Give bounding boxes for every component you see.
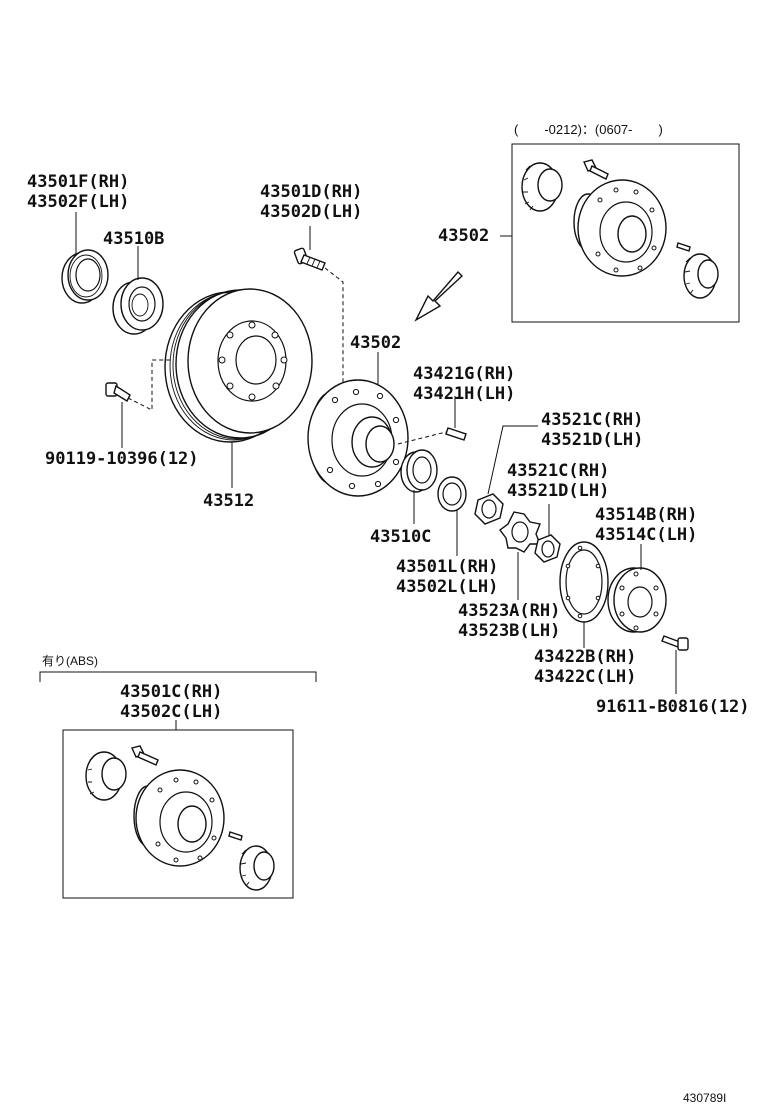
pin-dash: [397, 431, 447, 445]
adjusting-nut-label-rh: 43521C(RH): [541, 410, 643, 430]
thrust-washer-label-lh: 43502L(LH): [396, 577, 498, 597]
inner-bearing-label: 43510B: [103, 229, 164, 249]
hub-bolt-label-rh: 43501D(RH): [260, 182, 362, 202]
inner-bearing[interactable]: [112, 277, 164, 335]
inset-top-frame: [511, 143, 740, 323]
disc-bolt[interactable]: [105, 382, 131, 402]
gasket[interactable]: [559, 541, 609, 623]
thrust-washer[interactable]: [437, 476, 467, 512]
lock-nut-label-rh: 43521C(RH): [507, 461, 609, 481]
hub-cover-label-rh: 43514B(RH): [595, 505, 697, 525]
lock-washer[interactable]: [499, 511, 542, 553]
hub-cover-label-lh: 43514C(LH): [595, 525, 697, 545]
inset-abs-caption: 有り(ABS): [42, 654, 98, 668]
disc-bolt-label: 90119-10396(12): [45, 449, 199, 469]
thrust-washer-label-rh: 43501L(RH): [396, 557, 498, 577]
hub-cover[interactable]: [607, 567, 667, 633]
lock-washer-label-lh: 43523B(LH): [458, 621, 560, 641]
adjusting-nut-leader: [487, 425, 538, 495]
inset-top-hub[interactable]: [521, 159, 719, 299]
hub-bolt-label-lh: 43502D(LH): [260, 202, 362, 222]
lock-nut-label-lh: 43521D(LH): [507, 481, 609, 501]
pin-label-rh: 43421G(RH): [413, 364, 515, 384]
disc-bolt-dash: [127, 359, 170, 411]
gasket-label-lh: 43422C(LH): [534, 667, 636, 687]
inset-top-caption: ( -0212)：(0607- ): [514, 122, 663, 137]
lock-nut[interactable]: [534, 534, 561, 563]
pin-label-lh: 43421H(LH): [413, 384, 515, 404]
brake-disc[interactable]: [164, 288, 313, 443]
inset-abs-hub[interactable]: [85, 745, 275, 891]
inset-abs-label-lh: 43502C(LH): [120, 702, 222, 722]
inset-abs-label-rh: 43501C(RH): [120, 682, 222, 702]
hub-label: 43502: [350, 333, 401, 353]
disc-label: 43512: [203, 491, 254, 511]
figure-id: 430789I: [683, 1091, 726, 1105]
gasket-label-rh: 43422B(RH): [534, 647, 636, 667]
axle-hub[interactable]: [307, 379, 409, 497]
adjusting-nut[interactable]: [474, 493, 504, 525]
locating-pin[interactable]: [445, 427, 467, 441]
direction-arrow: [414, 270, 464, 322]
inset-top-label: 43502: [438, 226, 489, 246]
outer-bearing[interactable]: [400, 449, 438, 493]
inset-abs-bracket: [39, 671, 317, 682]
oil-seal-label-lh: 43502F(LH): [27, 192, 129, 212]
hub-bolt-dash: [324, 267, 373, 391]
hub-bolt[interactable]: [293, 247, 326, 271]
oil-seal[interactable]: [61, 249, 109, 304]
oil-seal-label-rh: 43501F(RH): [27, 172, 129, 192]
inset-abs-frame: [62, 729, 294, 899]
cover-bolt-label: 91611-B0816(12): [596, 697, 750, 717]
lock-washer-label-rh: 43523A(RH): [458, 601, 560, 621]
adjusting-nut-label-lh: 43521D(LH): [541, 430, 643, 450]
outer-bearing-label: 43510C: [370, 527, 431, 547]
cover-bolt[interactable]: [661, 635, 689, 651]
